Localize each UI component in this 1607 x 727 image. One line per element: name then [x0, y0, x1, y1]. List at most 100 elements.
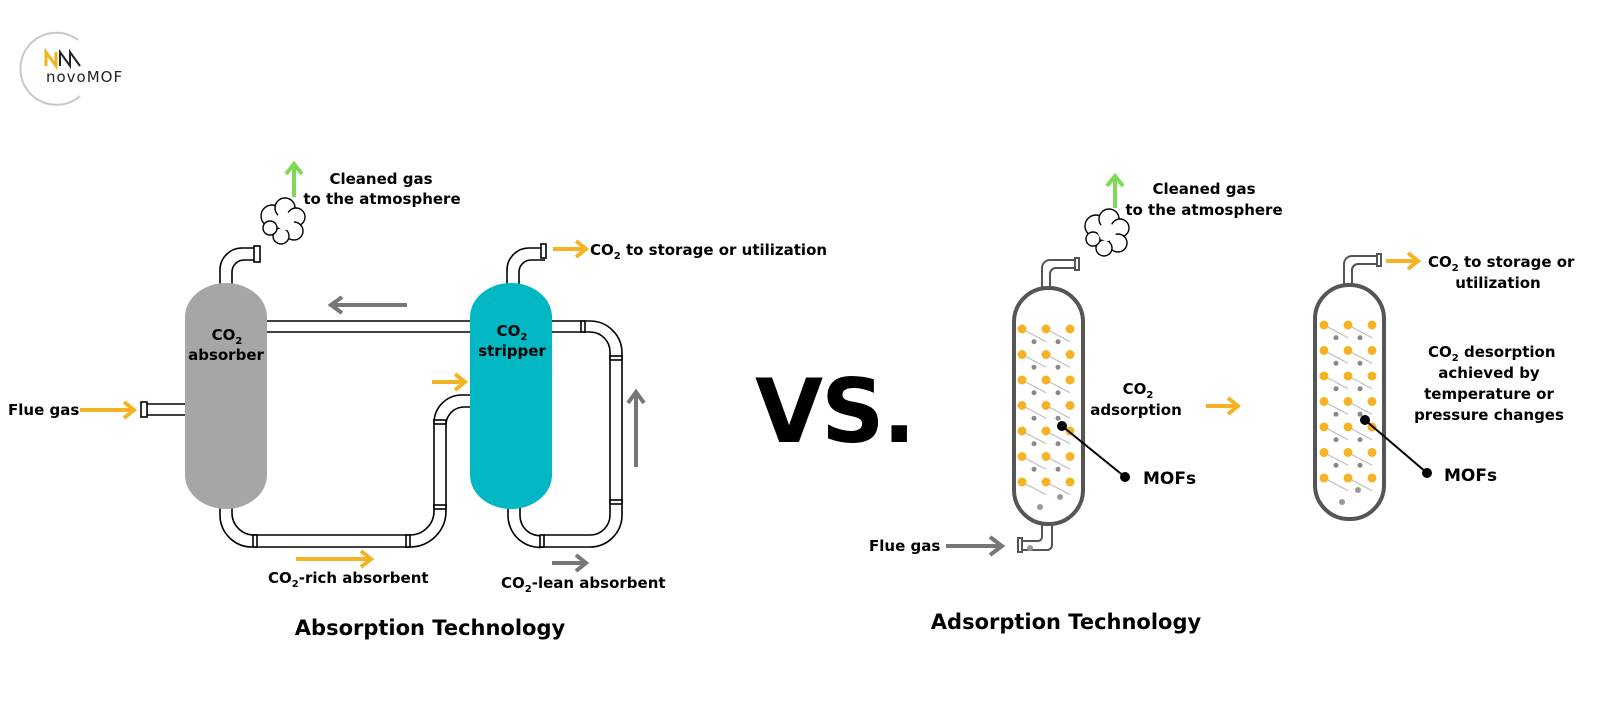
- desorption-column-top-pipe: [1343, 253, 1382, 286]
- co2-molecule: [1357, 437, 1363, 443]
- co2-desorption-line4: pressure changes: [1414, 406, 1564, 424]
- co2-molecule: [1031, 364, 1037, 370]
- co2-molecule: [1055, 390, 1061, 396]
- mof-grid-left: [1017, 324, 1075, 551]
- mof-linker: [1021, 328, 1047, 343]
- stripper-top-pipe: [506, 243, 547, 285]
- mof-linker: [1045, 354, 1071, 368]
- mof-linker: [1347, 324, 1373, 339]
- mof-node: [1319, 320, 1329, 330]
- mof-linker: [1347, 426, 1373, 441]
- mofs-pointer-line-right: [1364, 419, 1428, 474]
- mofs-pointer-end-right: [1422, 468, 1432, 478]
- adsorption-flue-gas-label: Flue gas: [869, 537, 940, 555]
- stripper-return-loop: [507, 320, 623, 549]
- co2-molecule: [1333, 462, 1339, 468]
- mof-linker: [1021, 379, 1047, 394]
- absorber-top-pipe: [219, 245, 261, 285]
- mof-linker: [1347, 477, 1373, 492]
- absorber-label: CO2: [212, 326, 243, 347]
- stripper-vessel: [470, 283, 552, 509]
- co2-desorption-line2: achieved by: [1438, 364, 1540, 382]
- absorption-title: Absorption Technology: [295, 616, 566, 640]
- mof-linker: [1021, 430, 1047, 445]
- mof-linker: [1323, 452, 1349, 466]
- mof-node: [1065, 375, 1075, 385]
- co2-molecule: [1055, 339, 1061, 345]
- mof-linker: [1323, 426, 1349, 441]
- mof-linker: [1045, 379, 1071, 394]
- mof-node: [1367, 473, 1377, 483]
- mof-linker: [1323, 401, 1349, 415]
- co2-molecule: [1031, 390, 1037, 396]
- co2-molecule: [1357, 411, 1363, 417]
- yellow-arrow-right-icon: [296, 549, 375, 569]
- mof-node: [1343, 320, 1353, 330]
- mofs-label-left: MOFs: [1143, 469, 1196, 489]
- co2-adsorption-label-line2: adsorption: [1090, 401, 1182, 419]
- mof-node: [1017, 426, 1027, 436]
- co2-molecule: [1055, 441, 1061, 447]
- co2-molecule: [1055, 466, 1061, 472]
- co2-rich-label: CO2-rich absorbent: [268, 569, 429, 590]
- absorber-label-line2: absorber: [188, 346, 264, 364]
- green-arrow-up-icon: [1105, 172, 1125, 208]
- absorption-diagram: CO2 absorber CO2 stripper Cleaned gas to…: [8, 160, 827, 640]
- absorber-rich-loop: [219, 394, 472, 548]
- co2-molecule: [1031, 441, 1037, 447]
- mof-node: [1065, 452, 1075, 461]
- yellow-arrow-right-icon: [80, 400, 138, 420]
- logo-text: novoMOF: [46, 68, 123, 86]
- mof-linker: [1347, 350, 1373, 364]
- mof-node: [1041, 401, 1051, 410]
- cloud-icon: [1084, 208, 1130, 257]
- co2-molecule: [1357, 335, 1363, 341]
- co2-molecule: [1355, 487, 1361, 493]
- co2-molecule: [1055, 415, 1061, 421]
- mof-node: [1319, 397, 1329, 406]
- adsorption-column-top-pipe: [1041, 257, 1080, 290]
- mof-node: [1065, 324, 1075, 334]
- co2-molecule: [1333, 360, 1339, 366]
- mof-node: [1319, 448, 1329, 457]
- mof-node: [1017, 375, 1027, 385]
- mof-linker: [1347, 375, 1373, 390]
- yellow-arrow-right-icon: [432, 372, 469, 392]
- co2-desorption-label: CO2 desorption: [1428, 343, 1556, 364]
- top-connecting-pipe: [266, 320, 472, 333]
- mof-linker: [1021, 456, 1047, 470]
- stripper-label-line2: stripper: [478, 342, 546, 360]
- cleaned-gas-label-line1: Cleaned gas: [329, 170, 432, 188]
- co2-molecule: [1357, 360, 1363, 366]
- co2-molecule: [1031, 415, 1037, 421]
- vs-label: VS.: [755, 360, 914, 463]
- co2-desorption-line3: temperature or: [1424, 385, 1554, 403]
- mof-node: [1041, 452, 1051, 461]
- mof-node: [1367, 320, 1377, 330]
- flue-gas-label: Flue gas: [8, 401, 79, 419]
- mof-node: [1041, 426, 1051, 436]
- co2-lean-label: CO2-lean absorbent: [501, 574, 666, 595]
- mof-linker: [1045, 430, 1071, 445]
- mof-linker: [1347, 452, 1373, 466]
- mof-linker: [1045, 328, 1071, 343]
- mof-linker: [1323, 350, 1349, 364]
- gray-arrow-up-icon: [626, 388, 646, 467]
- co2-storage-label: CO2 to storage or utilization: [590, 241, 827, 262]
- adsorption-diagram: MOFs Cleaned gas to the atmosphere CO2 a…: [869, 172, 1575, 634]
- mof-node: [1041, 324, 1051, 334]
- mof-node: [1343, 473, 1353, 483]
- mof-node: [1017, 452, 1027, 461]
- yellow-arrow-right-icon: [1386, 251, 1422, 271]
- adsorption-cleaned-gas-line1: Cleaned gas: [1152, 180, 1255, 198]
- logo-wave-icon: [44, 47, 58, 71]
- mof-linker: [1021, 354, 1047, 368]
- mof-grid-right: [1319, 320, 1377, 505]
- co2-molecule: [1055, 364, 1061, 370]
- logo-wave-icon-2: [59, 48, 81, 70]
- mof-node: [1017, 350, 1027, 359]
- mof-node: [1319, 422, 1329, 432]
- mof-node: [1367, 448, 1377, 457]
- mof-linker: [1045, 405, 1071, 419]
